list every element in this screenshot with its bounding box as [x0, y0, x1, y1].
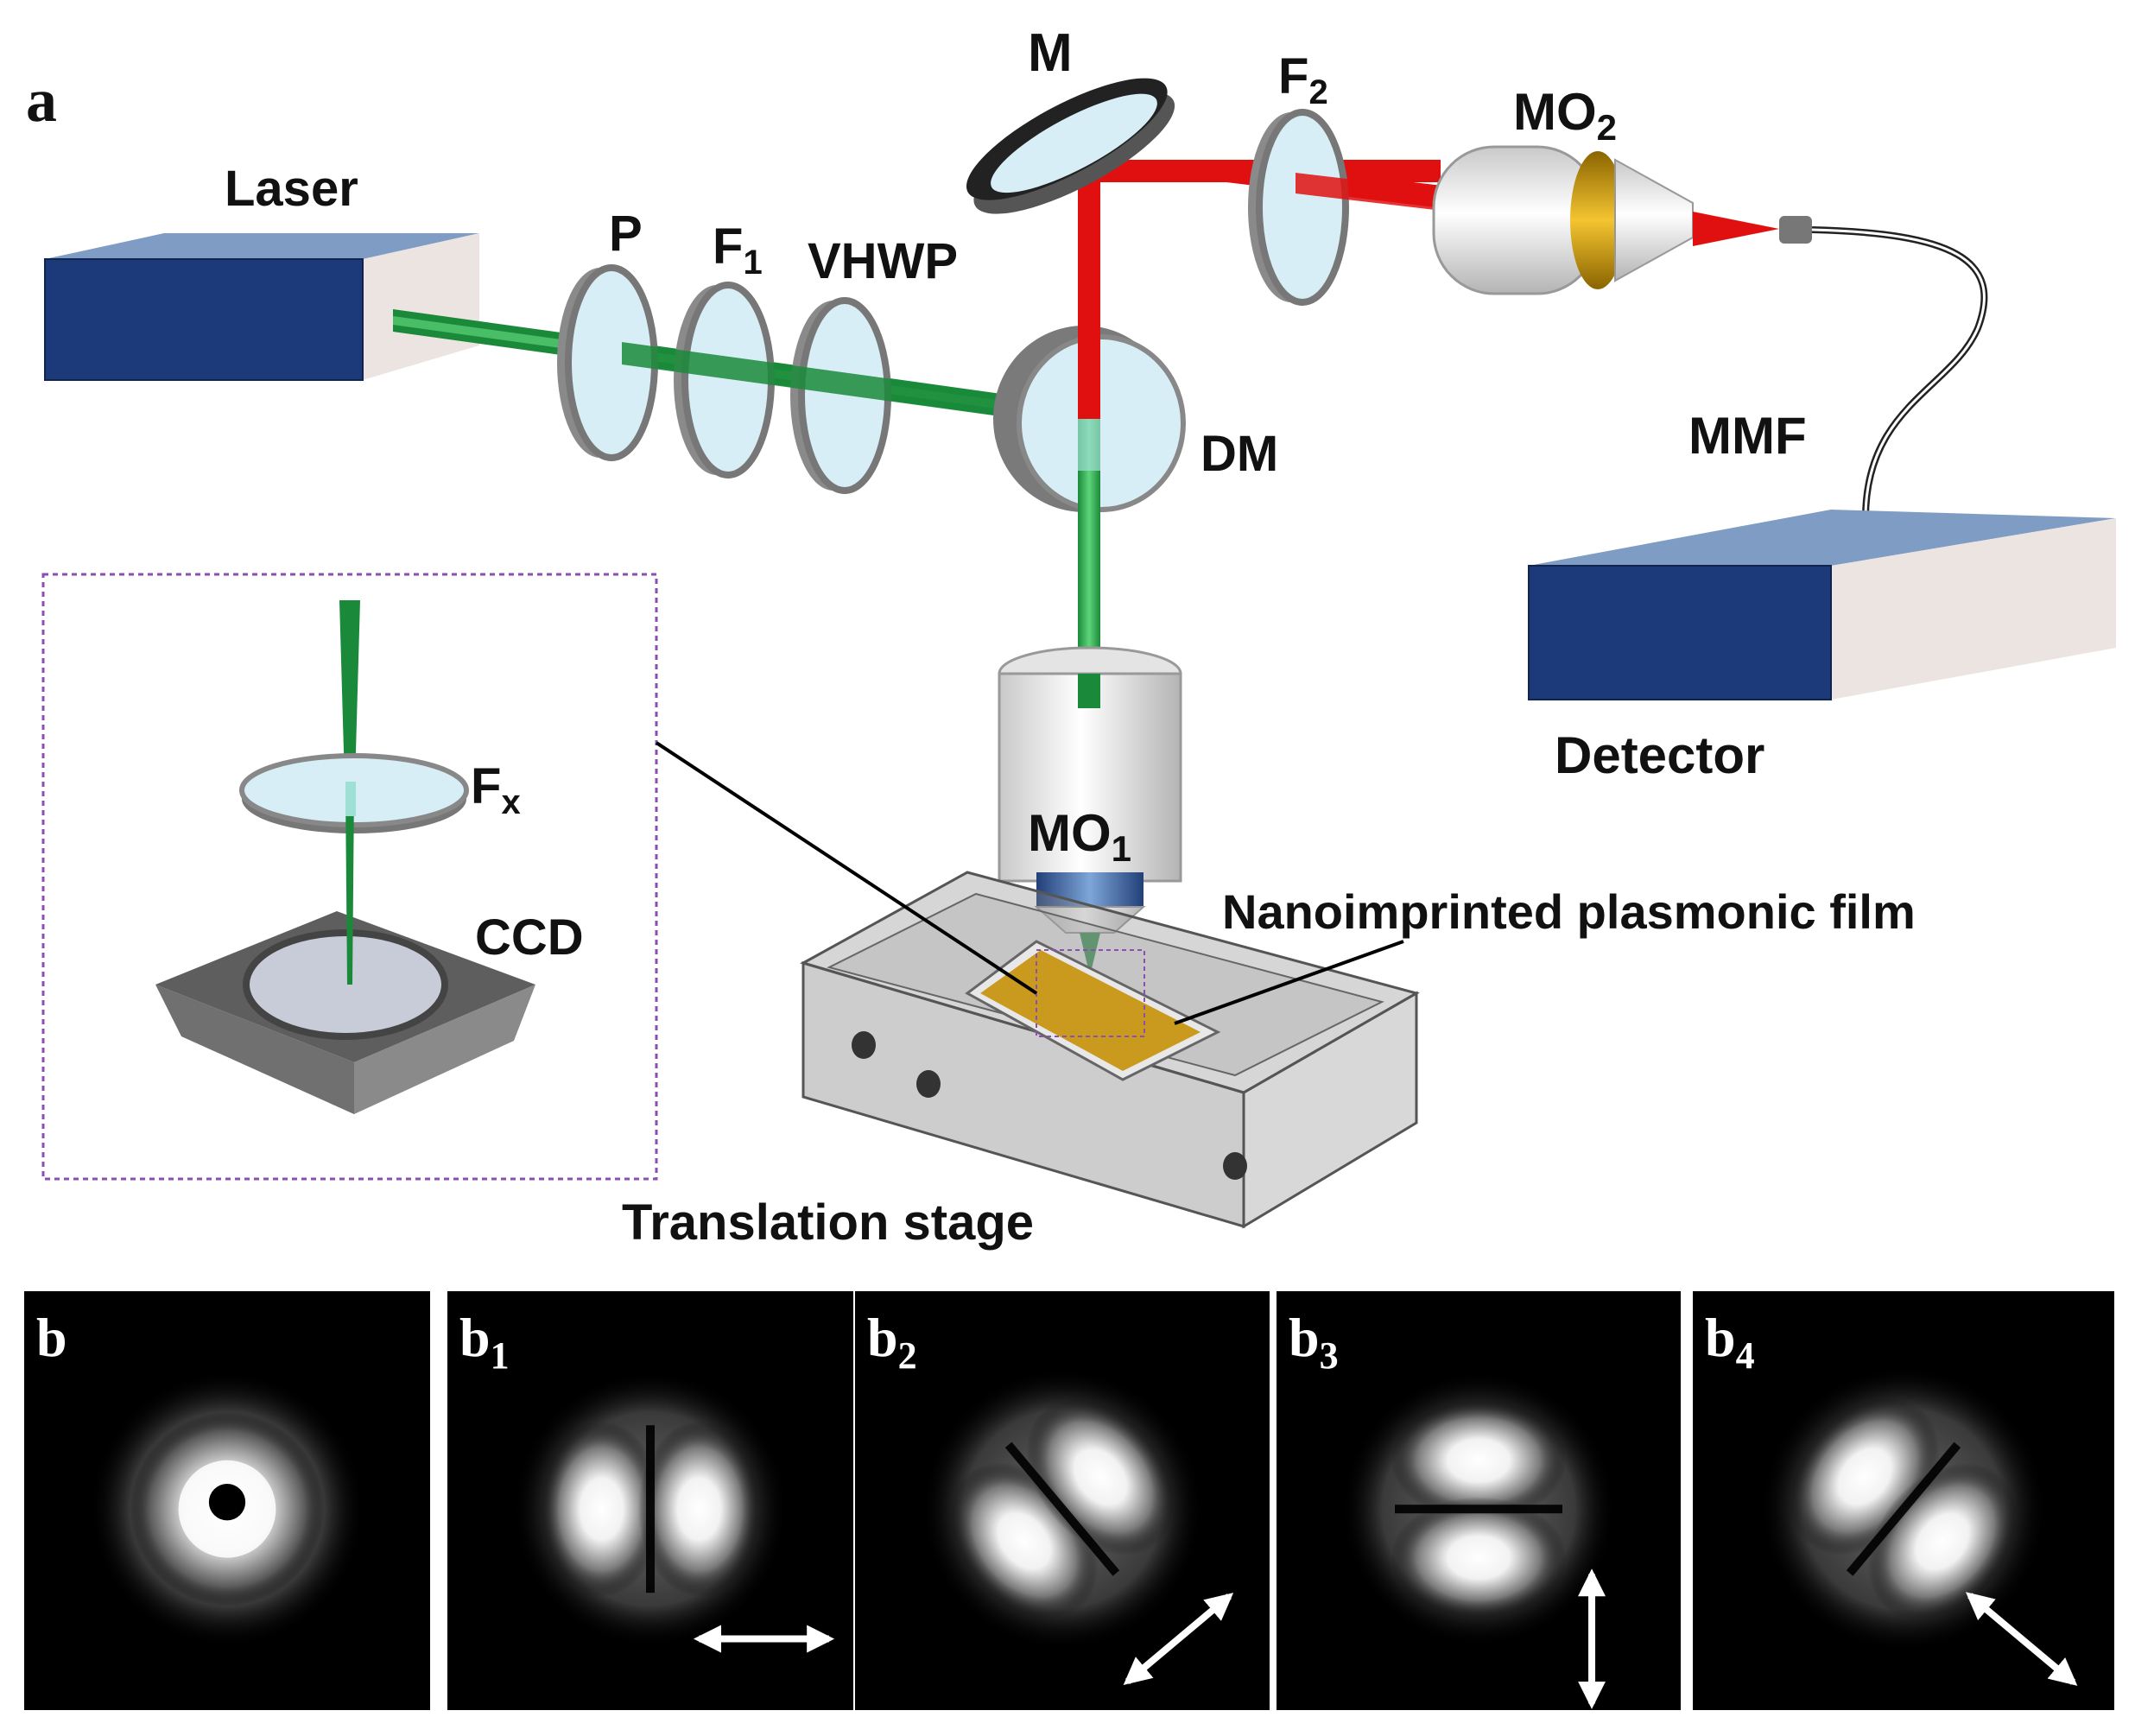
- pump-beam-through-optics: [622, 342, 1088, 428]
- multimode-fiber: [1779, 216, 1988, 519]
- inset-beam-lower: [345, 790, 354, 985]
- beam-overlap-region: [1078, 419, 1100, 471]
- panel-label: b4: [1705, 1307, 1755, 1377]
- signal-beam-through-f2: [1296, 173, 1442, 211]
- panel-label: b3: [1289, 1307, 1339, 1377]
- lobe-gap: [1004, 1441, 1120, 1576]
- polarizer-label: P: [609, 206, 643, 262]
- objective2-label: MO2: [1513, 83, 1617, 148]
- inset-beam-through-filter: [345, 782, 356, 816]
- beam-profile-panel: b3: [1277, 1291, 1681, 1710]
- beam-lobe: [1391, 1399, 1567, 1522]
- filter1-label: F1: [713, 219, 763, 282]
- panel-label: b1: [459, 1307, 510, 1377]
- detector-box: [1528, 510, 2116, 700]
- vhwp-optic: [790, 297, 891, 494]
- inset-box: [41, 573, 658, 1181]
- panel-a-label: a: [26, 66, 57, 135]
- detector-label: Detector: [1555, 726, 1764, 784]
- beam-profile-panels: b b1 b2 b3 b4: [24, 1291, 2114, 1710]
- beam-profile-panel: b: [24, 1291, 430, 1710]
- beam-profile-panel: b4: [1693, 1291, 2114, 1710]
- objective1-label: MO1: [1028, 804, 1131, 869]
- filter2-label: F2: [1278, 48, 1328, 111]
- signal-beam-focus: [1693, 212, 1779, 246]
- inset-filter-label: Fx: [471, 758, 521, 821]
- stage-label: Translation stage: [622, 1194, 1034, 1251]
- panel-label: b: [36, 1307, 67, 1368]
- inset-ccd: [155, 911, 535, 1114]
- beam-profile-panel: b2: [855, 1291, 1270, 1710]
- lobe-gap: [646, 1425, 655, 1593]
- fiber-label: MMF: [1688, 407, 1807, 465]
- polarizer-optic: [557, 264, 658, 461]
- beam-lobe: [541, 1421, 663, 1598]
- lobe-gap: [1846, 1441, 1961, 1576]
- sample-label: Nanoimprinted plasmonic film: [1222, 884, 1916, 939]
- two-lobe-beam: [1790, 1397, 2018, 1620]
- objective-mo2: [1432, 145, 1694, 295]
- signal-beam-vertical: [1078, 160, 1100, 419]
- pump-beam-into-mo1: [1078, 674, 1100, 708]
- plasmonic-film: [965, 940, 1221, 1081]
- inset-ccd-label: CCD: [475, 909, 584, 966]
- laser-box: [44, 233, 479, 381]
- filter1-optic: [674, 282, 775, 478]
- beam-profile-panel: b1: [447, 1291, 853, 1710]
- panel-label: b2: [867, 1307, 917, 1377]
- two-lobe-beam: [1391, 1399, 1567, 1619]
- two-lobe-beam: [950, 1398, 1175, 1619]
- inset-pointer-line: [655, 741, 1038, 995]
- two-lobe-beam: [541, 1421, 760, 1598]
- beam-lobe: [637, 1421, 760, 1598]
- dichroic-label: DM: [1201, 426, 1278, 482]
- polarization-arrow: [1123, 1593, 1234, 1686]
- donut-core: [208, 1484, 246, 1521]
- mirror-m: [966, 78, 1175, 214]
- mirror-label: M: [1028, 23, 1073, 83]
- beam-lobe: [1391, 1497, 1567, 1619]
- polarization-arrow: [1965, 1592, 2078, 1686]
- lobe-gap: [1395, 1505, 1562, 1514]
- sample-pointer-line: [1174, 940, 1404, 1025]
- vhwp-label: VHWP: [808, 233, 958, 289]
- laser-label: Laser: [225, 161, 358, 217]
- pump-beam-focus: [1080, 933, 1100, 976]
- filter2-optic: [1248, 109, 1349, 306]
